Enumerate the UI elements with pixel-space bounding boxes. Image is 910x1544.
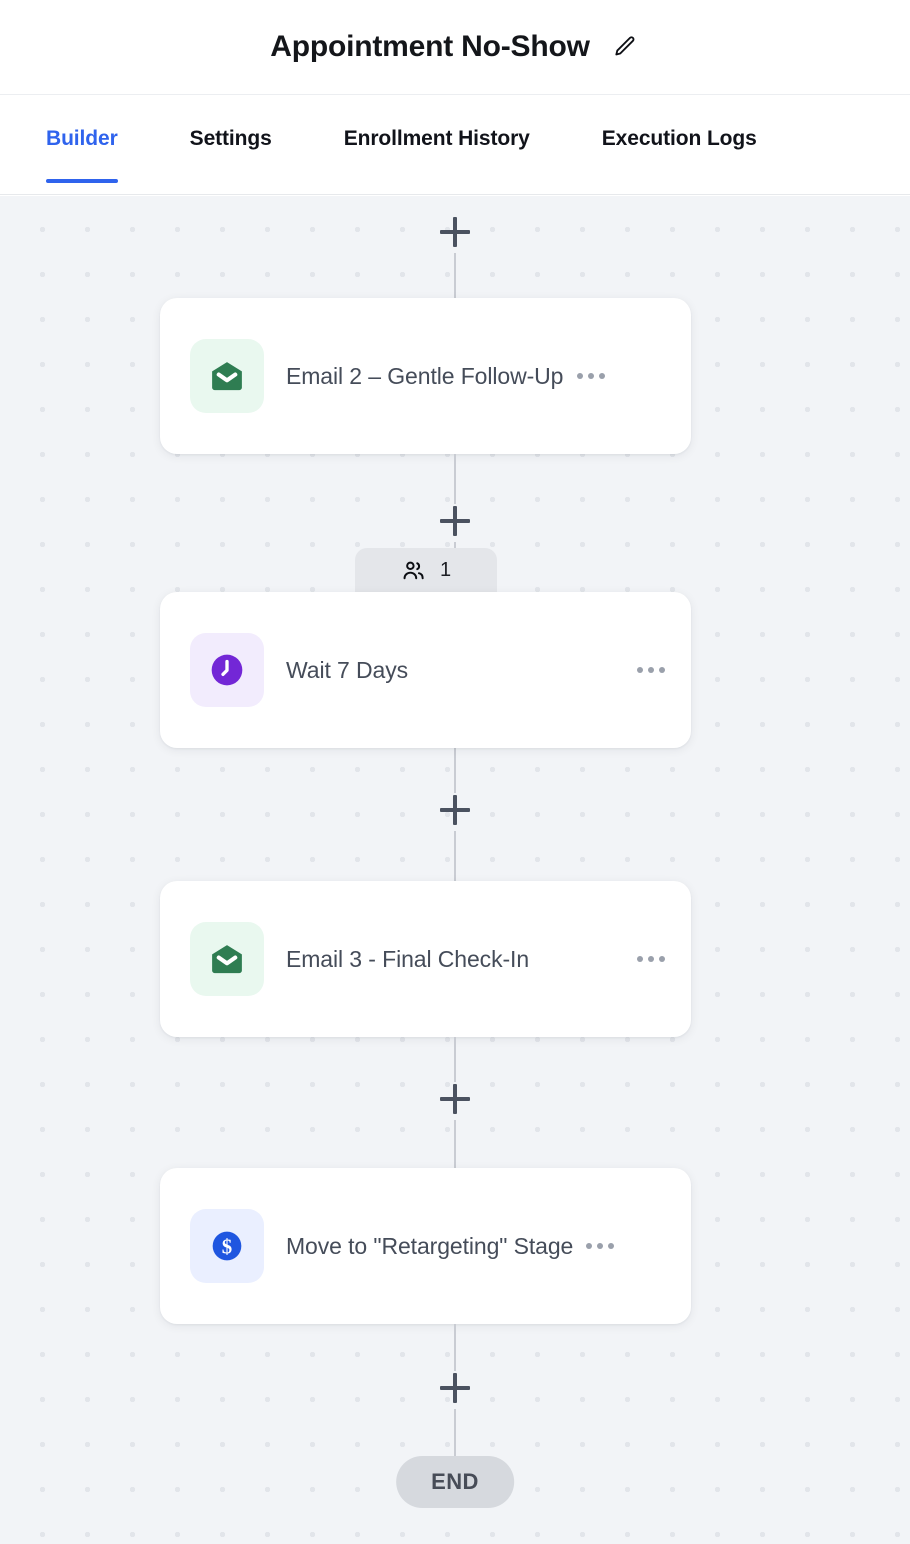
workflow-node-label: Wait 7 Days xyxy=(286,656,409,683)
workflow-node-label: Email 3 - Final Check-In xyxy=(286,945,530,972)
workflow-node-email-3[interactable]: Email 3 - Final Check-In xyxy=(160,881,691,1037)
add-step-button-1[interactable] xyxy=(438,504,472,538)
connector-line xyxy=(454,1409,456,1456)
end-node[interactable]: END xyxy=(396,1456,514,1508)
tab-builder[interactable]: Builder xyxy=(46,95,118,183)
add-step-button-top[interactable] xyxy=(438,215,472,249)
connector-line xyxy=(454,1324,456,1371)
workflow-node-email-2[interactable]: Email 2 – Gentle Follow-Up xyxy=(160,298,691,454)
more-options-icon[interactable] xyxy=(577,373,631,379)
page-header: Appointment No-Show xyxy=(0,0,910,95)
workflow-node-label: Email 2 – Gentle Follow-Up xyxy=(286,362,564,389)
envelope-icon xyxy=(190,922,264,996)
status-badge[interactable]: 1 xyxy=(355,548,497,592)
page-title: Appointment No-Show xyxy=(270,30,590,63)
clock-icon xyxy=(190,633,264,707)
tab-execution-logs[interactable]: Execution Logs xyxy=(602,95,757,183)
connector-line xyxy=(454,1120,456,1168)
tab-bar: Builder Settings Enrollment History Exec… xyxy=(0,95,910,195)
dollar-icon: $ xyxy=(190,1209,264,1283)
more-options-icon[interactable] xyxy=(586,1243,640,1249)
connector-line xyxy=(454,831,456,881)
connector-line xyxy=(454,253,456,298)
tab-settings[interactable]: Settings xyxy=(190,95,272,183)
connector-line xyxy=(454,454,456,504)
add-step-button-3[interactable] xyxy=(438,1082,472,1116)
connector-line xyxy=(454,1037,456,1082)
workflow-canvas[interactable]: Email 2 – Gentle Follow-Up 1 xyxy=(0,196,910,1544)
pencil-icon[interactable] xyxy=(610,32,640,62)
add-step-button-end[interactable] xyxy=(438,1371,472,1405)
more-options-icon[interactable] xyxy=(637,667,691,673)
connector-line xyxy=(454,748,456,793)
envelope-icon xyxy=(190,339,264,413)
add-step-button-2[interactable] xyxy=(438,793,472,827)
workflow-node-label: Move to "Retargeting" Stage xyxy=(286,1232,574,1259)
svg-text:$: $ xyxy=(222,1235,232,1259)
contact-count: 1 xyxy=(439,558,452,581)
workflow-node-wait[interactable]: Wait 7 Days xyxy=(160,592,691,748)
workflow-node-move-stage[interactable]: $ Move to "Retargeting" Stage xyxy=(160,1168,691,1324)
tab-enrollment-history[interactable]: Enrollment History xyxy=(344,95,530,183)
more-options-icon[interactable] xyxy=(637,956,691,962)
